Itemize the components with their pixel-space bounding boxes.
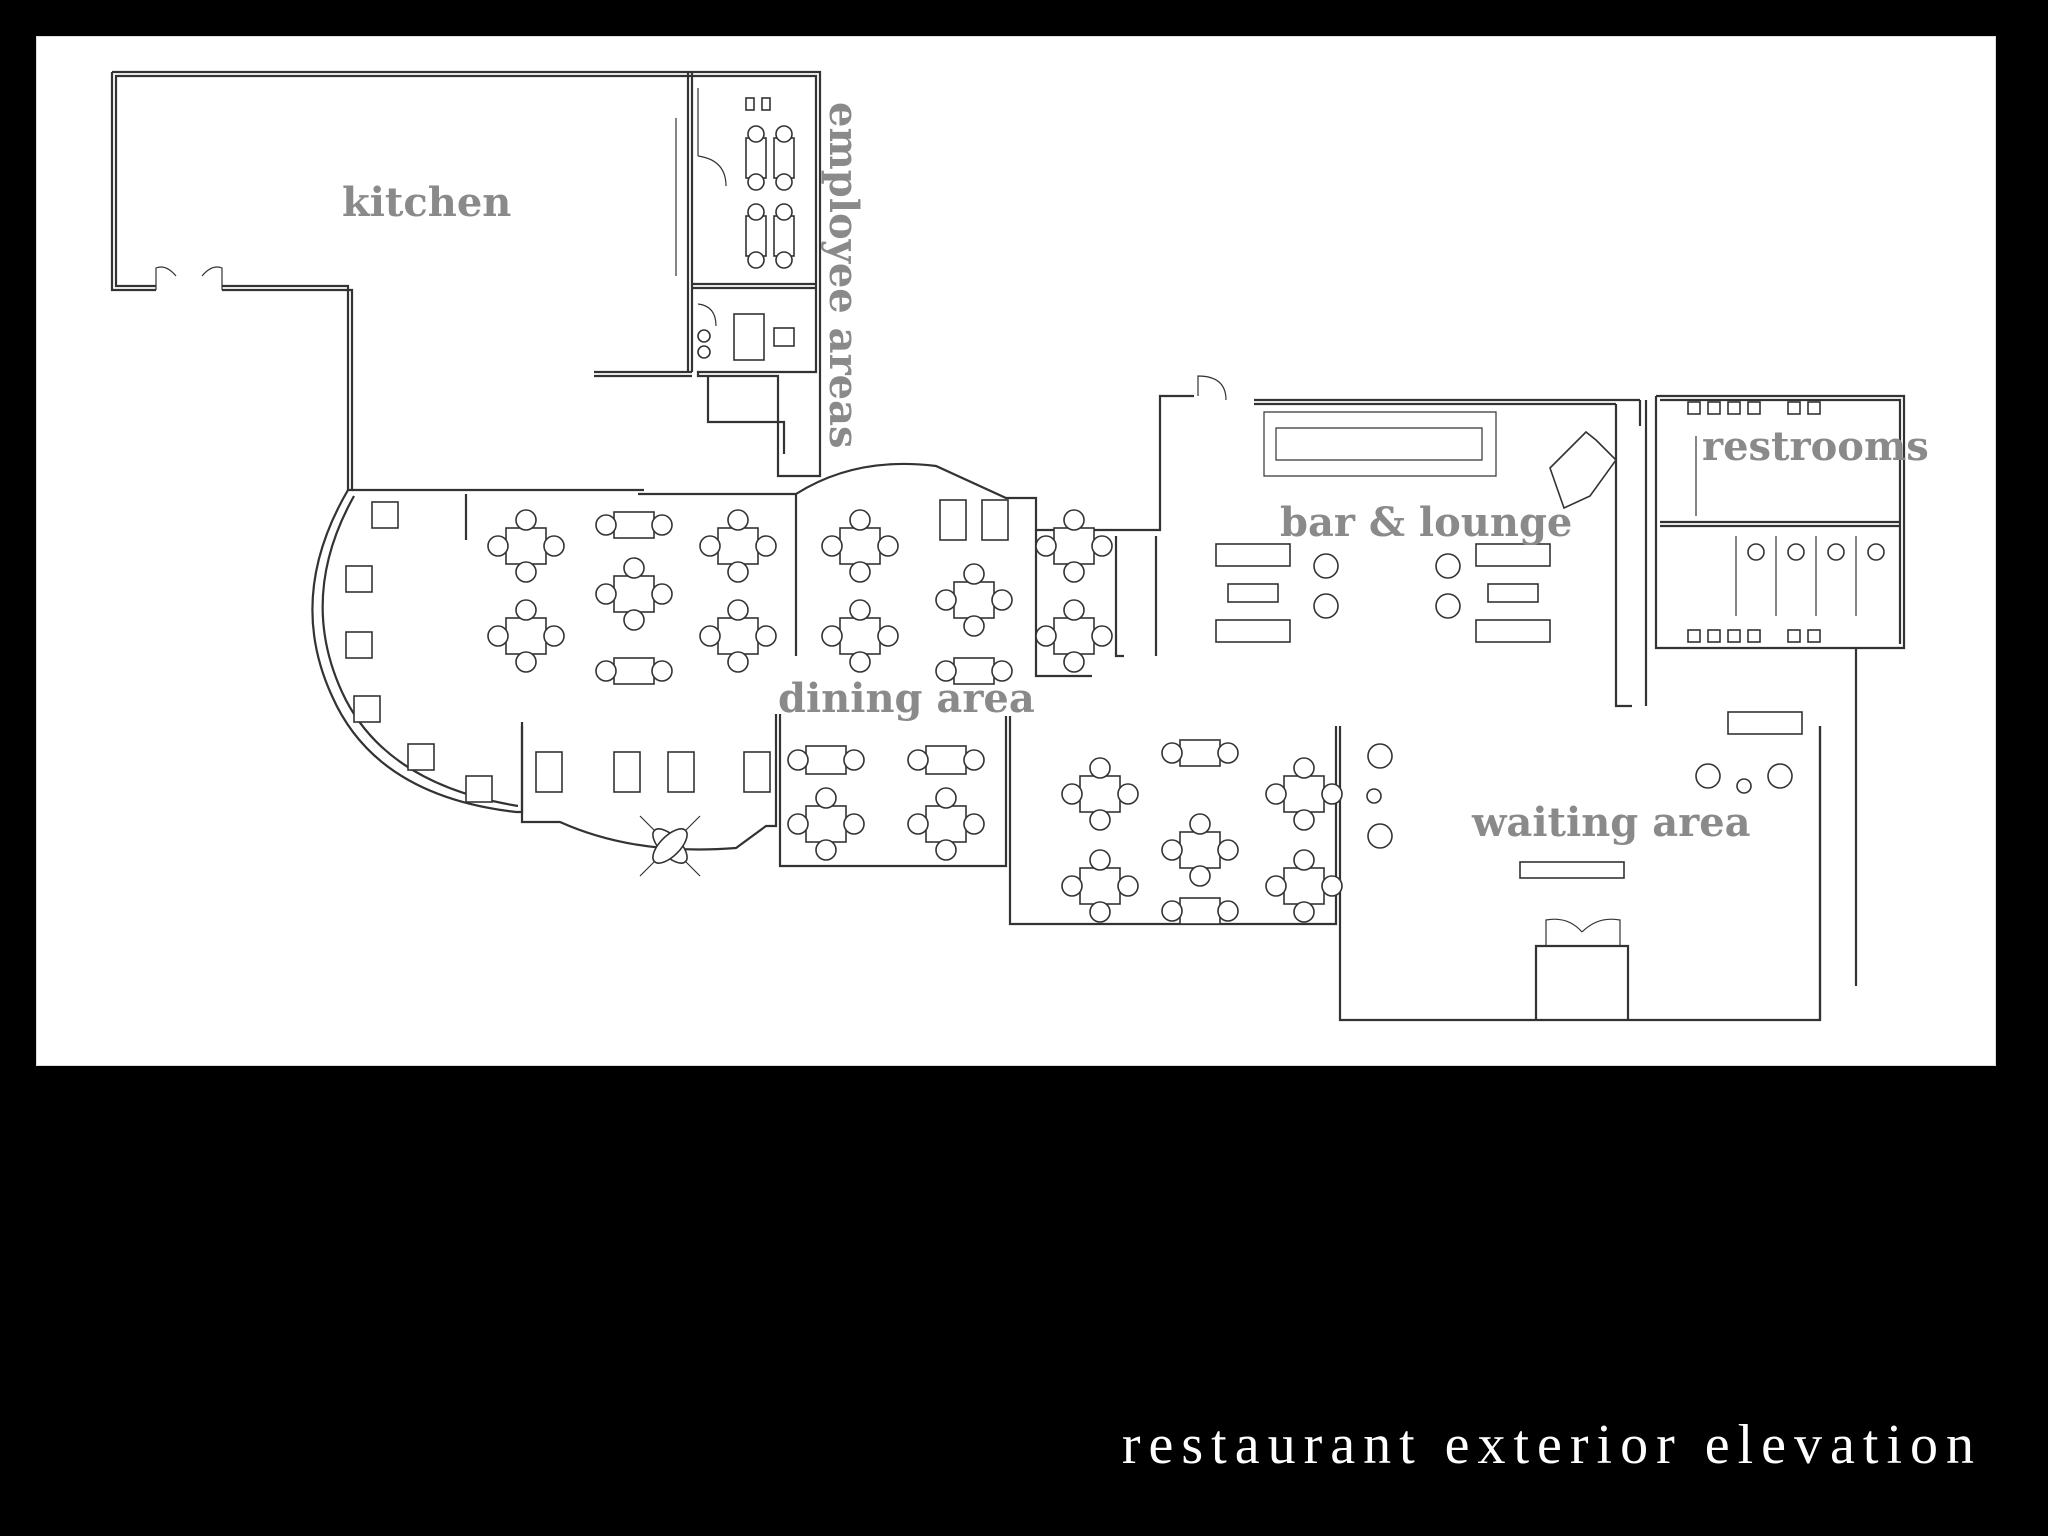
kitchen-walls (110, 70, 822, 492)
slide-caption: restaurant exterior elevation (1121, 1414, 1982, 1476)
dining-walls (311, 375, 1822, 1022)
room-label-waiting-area: waiting area (1471, 799, 1751, 846)
waiting-furniture (1366, 711, 1803, 1020)
dining-furniture (345, 499, 1343, 925)
bar-lounge-furniture (1215, 411, 1618, 643)
room-label-employee-areas: employee areas (820, 102, 867, 449)
restroom-fixtures (1687, 401, 1885, 643)
room-label-restrooms: restrooms (1702, 423, 1929, 470)
employee-furniture (697, 97, 795, 361)
floor-plan-drawing: kitchen employee areas restrooms bar & l… (110, 70, 1929, 1022)
room-label-kitchen: kitchen (342, 179, 511, 226)
floor-plan-panel: kitchen employee areas restrooms bar & l… (36, 36, 1996, 1066)
room-label-dining-area: dining area (778, 675, 1035, 722)
restroom-walls (1614, 394, 1906, 1020)
room-label-bar-lounge: bar & lounge (1280, 499, 1572, 546)
